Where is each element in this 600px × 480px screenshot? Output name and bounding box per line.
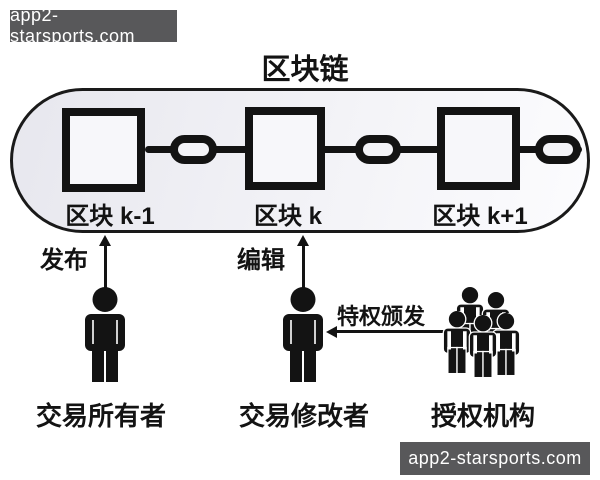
publish-arrow-head <box>99 235 111 246</box>
watermark-text: app2-starsports.com <box>408 448 582 468</box>
owner-person-icon <box>82 287 128 382</box>
publish-label: 发布 <box>40 247 88 274</box>
block-k-plus-1-label: 区块 k+1 <box>432 203 528 230</box>
edit-arrow-line <box>302 245 305 289</box>
watermark-top-left: app2-starsports.com <box>10 5 177 46</box>
privilege-grant-label: 特权颁发 <box>337 304 426 329</box>
owner-label: 交易所有者 <box>35 401 166 431</box>
watermark-text: app2-starsports.com <box>10 5 136 46</box>
block-k-minus-1-label: 区块 k-1 <box>65 203 155 230</box>
block-k-square <box>245 107 325 190</box>
chain-link-icon <box>535 135 581 164</box>
authority-label: 授权机构 <box>430 401 535 431</box>
block-k-label: 区块 k <box>253 203 322 230</box>
group-person-icon <box>468 315 498 377</box>
privilege-arrow-line <box>337 330 449 333</box>
publish-arrow-line <box>104 245 107 289</box>
block-k-minus-1-square <box>62 108 145 192</box>
chain-link-icon <box>170 135 217 164</box>
modifier-label: 交易修改者 <box>238 401 369 431</box>
edit-label: 编辑 <box>237 247 285 274</box>
watermark-bottom-right: app2-starsports.com <box>400 442 590 475</box>
diagram-title: 区块链 <box>261 54 349 86</box>
block-k-plus-1-square <box>437 107 520 190</box>
privilege-arrow-head <box>326 326 337 338</box>
edit-arrow-head <box>297 235 309 246</box>
modifier-person-icon <box>280 287 326 382</box>
chain-link-icon <box>355 135 401 164</box>
